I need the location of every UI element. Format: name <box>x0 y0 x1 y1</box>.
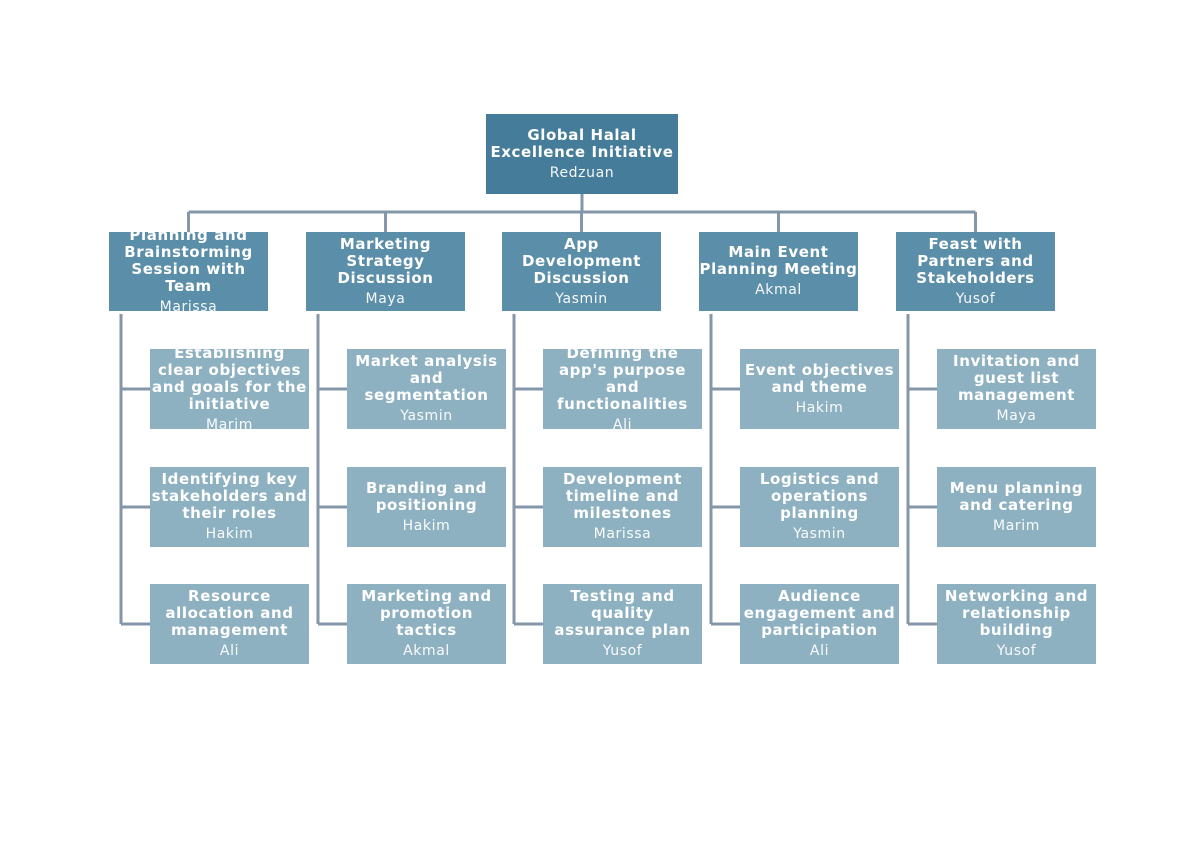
task-node-title: Networking and relationship building <box>944 587 1089 639</box>
task-node-title: Audience engagement and participation <box>743 587 896 639</box>
task-node-title: Branding and positioning <box>366 478 487 514</box>
task-node-owner: Yasmin <box>400 408 453 424</box>
task-node-owner: Marim <box>206 416 253 430</box>
task-node-title: Logistics and operations planning <box>759 470 880 522</box>
task-node-title: Identifying key stakeholders and their r… <box>151 470 308 522</box>
branch-node-title: Main Event Planning Meeting <box>699 243 858 278</box>
root-node: Global Halal Excellence Initiative Redzu… <box>486 114 678 194</box>
task-node-owner: Yasmin <box>793 526 846 542</box>
branch-node-owner: Maya <box>365 290 406 307</box>
task-node-title: Development timeline and milestones <box>562 470 682 522</box>
task-node-title: Market analysis and segmentation <box>355 352 498 404</box>
task-node-title: Defining the app's purpose and functiona… <box>557 349 688 413</box>
task-node-owner: Marissa <box>593 526 652 542</box>
branch-node-owner: Marissa <box>159 299 218 311</box>
task-node-owner: Maya <box>996 408 1037 424</box>
task-node-owner: Ali <box>809 643 830 659</box>
task-node-owner: Ali <box>219 643 240 659</box>
branch-node-title: Marketing Strategy Discussion <box>337 234 434 287</box>
branch-node-title: Feast with Partners and Stakeholders <box>916 234 1035 287</box>
task-node-owner: Ali <box>612 416 633 430</box>
task-node: Identifying key stakeholders and their r… <box>150 467 309 547</box>
task-node-title: Establishing clear objectives and goals … <box>152 349 307 413</box>
task-node-owner: Hakim <box>205 526 254 542</box>
task-node-title: Menu planning and catering <box>949 478 1084 514</box>
branch-node-owner: Akmal <box>755 282 802 298</box>
task-node: Defining the app's purpose and functiona… <box>543 349 702 429</box>
task-node-owner: Marim <box>993 517 1040 534</box>
task-node-title: Marketing and promotion tactics <box>361 587 492 639</box>
task-node-title: Invitation and guest list management <box>953 352 1080 404</box>
task-node-owner: Hakim <box>795 399 844 416</box>
task-node-title: Resource allocation and management <box>165 587 294 639</box>
branch-node-title: Planning and Brainstorming Session with … <box>124 232 253 295</box>
task-node-title: Testing and quality assurance plan <box>554 587 691 639</box>
task-node-owner: Hakim <box>402 517 451 534</box>
root-node-title: Global Halal Excellence Initiative <box>490 125 674 161</box>
task-node-owner: Yusof <box>602 643 643 659</box>
task-node-owner: Akmal <box>403 643 450 659</box>
branch-node-owner: Yasmin <box>555 290 608 307</box>
task-node: Establishing clear objectives and goals … <box>150 349 309 429</box>
branch-node-owner: Yusof <box>955 290 996 307</box>
branch-node: Planning and Brainstorming Session with … <box>109 232 268 311</box>
task-node-title: Event objectives and theme <box>744 360 895 396</box>
branch-node-title: App Development Discussion <box>521 234 641 287</box>
task-node-owner: Yusof <box>996 643 1037 659</box>
root-node-owner: Redzuan <box>549 164 615 181</box>
